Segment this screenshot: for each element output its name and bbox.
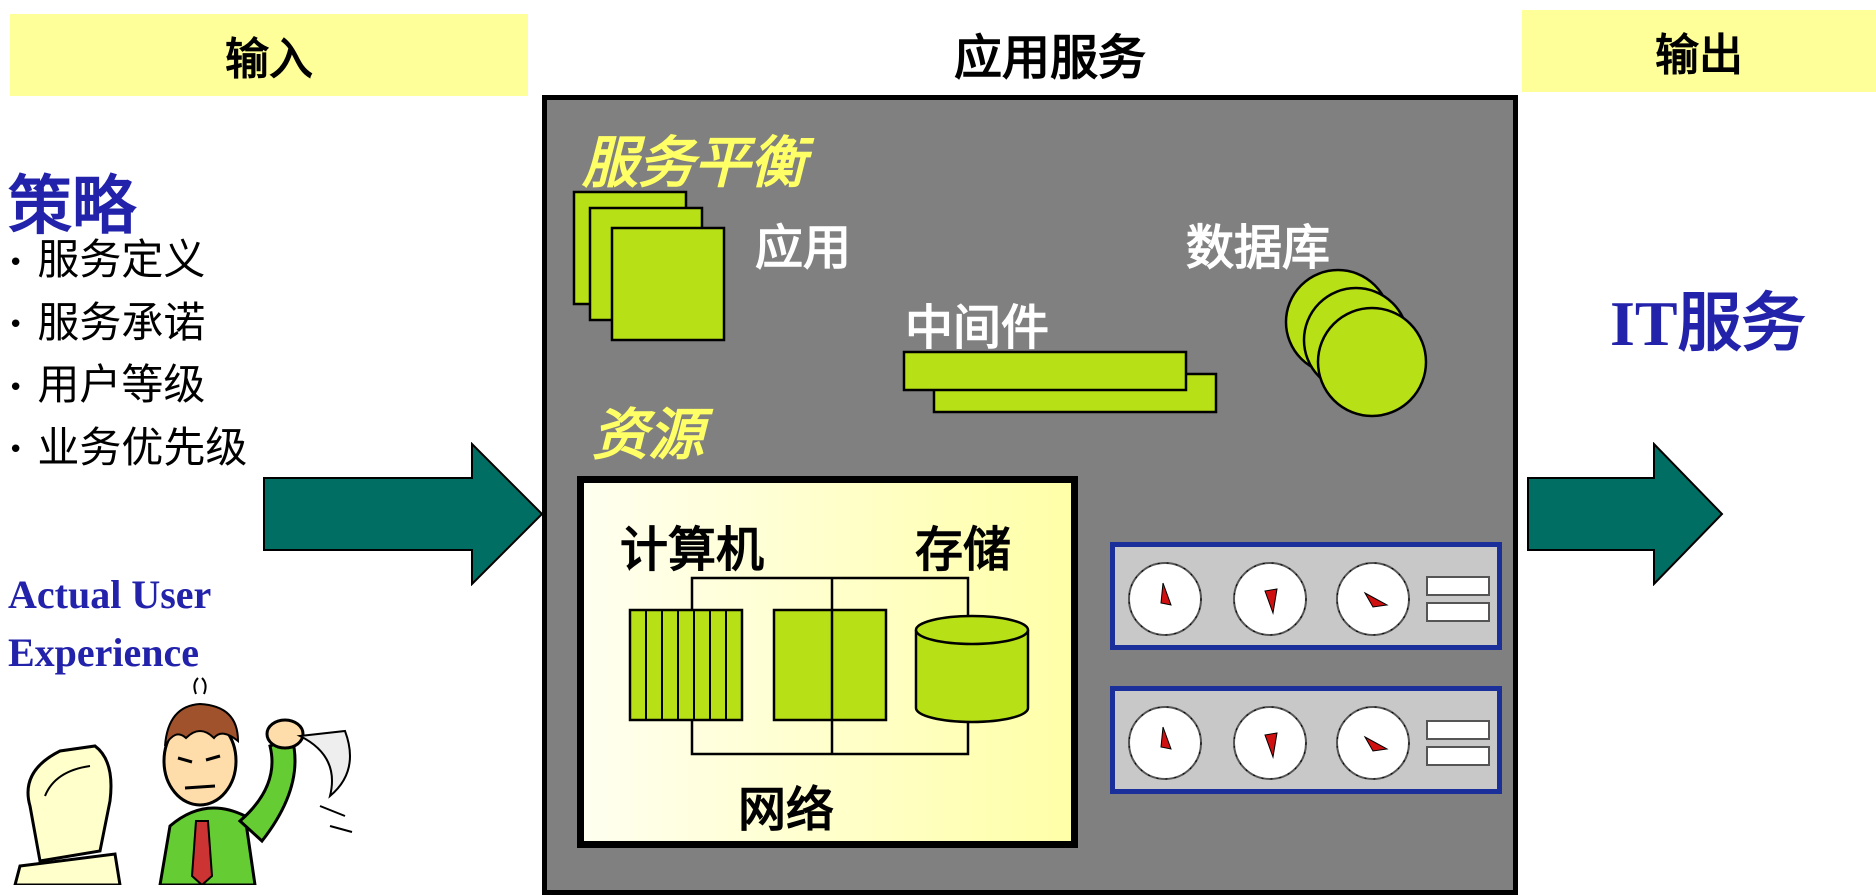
- resource-components-icon: [628, 576, 1030, 756]
- gauges-icon: [1128, 706, 1490, 780]
- gauge-panel: [1110, 686, 1502, 794]
- computer-label: 计算机: [620, 522, 765, 578]
- actual-user-experience-label: Actual User Experience: [8, 572, 212, 675]
- gauges-icon: [1128, 562, 1490, 636]
- output-arrow-icon: [1527, 442, 1724, 586]
- service-balance-title: 服务平衡: [582, 130, 806, 196]
- frustrated-user-illustration: [13, 677, 353, 885]
- strategy-title: 策略: [8, 169, 136, 244]
- network-label: 网络: [738, 782, 835, 838]
- database-label: 数据库: [1186, 220, 1331, 276]
- list-item: •用户等级: [8, 360, 206, 409]
- input-header-label: 输入: [225, 34, 313, 85]
- database-discs-icon: [1284, 268, 1428, 418]
- list-item: •服务定义: [8, 235, 206, 284]
- list-item: •服务承诺: [8, 297, 206, 347]
- input-header: 输入: [10, 14, 528, 96]
- application-stack-icon: [572, 190, 726, 342]
- application-label: 应用: [755, 220, 852, 276]
- output-header-label: 输出: [1655, 30, 1743, 81]
- service-header: 应用服务: [860, 18, 1240, 88]
- it-service-label: IT服务: [1610, 288, 1806, 359]
- storage-label: 存储: [915, 522, 1012, 578]
- middleware-bars-icon: [902, 350, 1218, 414]
- list-item: •业务优先级: [8, 422, 248, 472]
- service-header-label: 应用服务: [953, 30, 1146, 86]
- middleware-label: 中间件: [905, 300, 1050, 356]
- resources-title: 资源: [592, 402, 704, 468]
- gauge-panel: [1110, 542, 1502, 650]
- output-header: 输出: [1522, 10, 1876, 92]
- strategy-list: •服务定义 •服务承诺 •用户等级 •业务优先级: [8, 230, 247, 480]
- input-arrow-icon: [263, 442, 544, 586]
